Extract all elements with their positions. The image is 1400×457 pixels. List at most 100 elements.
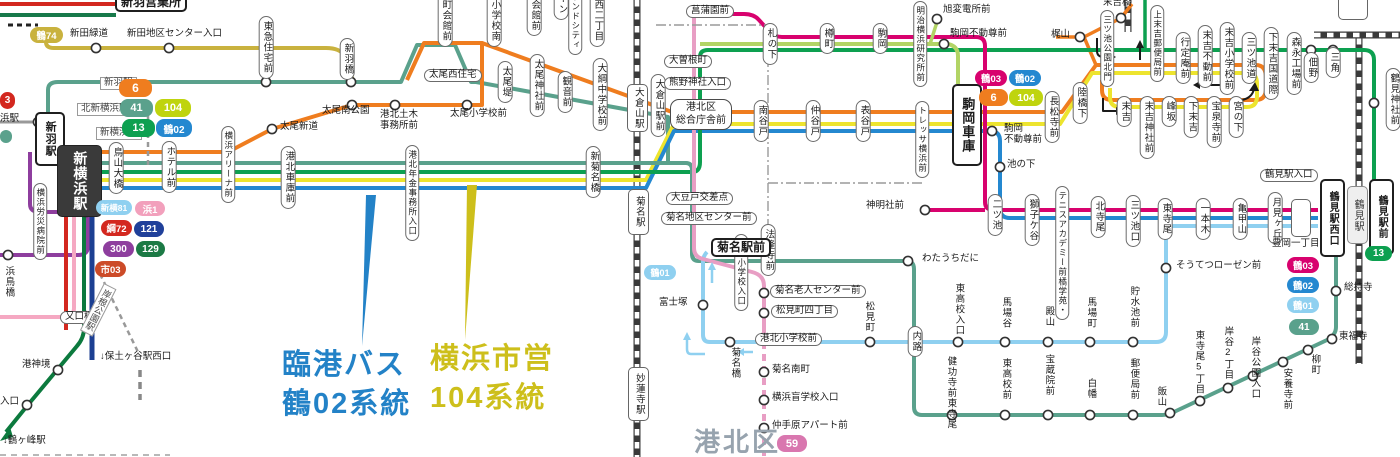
stop-label: 太尾新道 xyxy=(280,121,319,132)
stop-label: 東急住宅前 xyxy=(258,16,274,79)
stop-label: ラウンドシティ xyxy=(568,0,582,55)
map-box xyxy=(1338,0,1368,20)
stop-label: 駒岡不動尊前 xyxy=(950,28,1008,39)
direction-arrow-head xyxy=(465,185,477,340)
direction-arrow-head xyxy=(1249,82,1259,91)
stop-label: 入口 xyxy=(0,396,20,407)
stop-label: 貯水池前 xyxy=(1128,286,1140,328)
stop-label: 富士塚 xyxy=(659,297,688,308)
route-line xyxy=(46,43,670,161)
route-badge: 鶴74 xyxy=(30,27,63,43)
stop-label: 横浜盲学校入口 xyxy=(772,392,839,403)
direction-arrow-head xyxy=(708,262,716,270)
stop-marker xyxy=(1042,336,1054,348)
stop-label: 松見町四丁目 xyxy=(771,305,839,318)
stop-label: 東高校前 xyxy=(1000,358,1012,400)
stop-label-part: 港北土木 xyxy=(380,109,419,120)
stop-label: 東寺尾5丁目 xyxy=(1193,330,1205,395)
stop-marker xyxy=(919,204,931,216)
stop-marker xyxy=(758,422,770,434)
stop-label: 大綱中学校前 xyxy=(592,58,608,131)
stop-marker xyxy=(1326,333,1338,345)
stop-label: 峰坂 xyxy=(1161,96,1177,127)
stop-marker xyxy=(52,364,64,376)
stop-label: 港北土木事務所前 xyxy=(380,109,419,131)
stop-label: 飯山 xyxy=(1155,386,1167,407)
stop-marker xyxy=(1084,409,1096,421)
stop-label: 亀甲山 xyxy=(1232,198,1248,240)
route-badge: 新横81 xyxy=(96,200,132,215)
route-badge: 鶴01 xyxy=(1287,297,1319,313)
stop-marker xyxy=(266,123,278,135)
annotation-rinko-line1: 臨港バス xyxy=(282,349,407,381)
route-badge: 121 xyxy=(134,221,164,237)
route-badge: 鶴02 xyxy=(156,119,192,137)
stop-label-part: 事務所前 xyxy=(380,119,419,131)
stop-label: 菊名橋 xyxy=(729,347,741,379)
stop-label: 下町会館前 xyxy=(437,0,453,47)
stop-marker xyxy=(1074,31,1086,43)
stop-marker xyxy=(1302,344,1314,356)
stop-marker xyxy=(952,336,964,348)
route-badge: 鶴02 xyxy=(1287,277,1319,293)
stop-label: 馬場町 xyxy=(1085,297,1097,329)
stop-label: 港北区総合庁舎前 xyxy=(670,99,732,130)
stop-label: 島西二丁目 xyxy=(589,0,605,47)
station-box: 大倉山駅 xyxy=(627,84,648,132)
stop-marker xyxy=(1222,382,1234,394)
map-box xyxy=(1291,199,1311,237)
stop-label: 駒岡 xyxy=(872,23,888,54)
stop-label: 宮の下 xyxy=(1228,96,1244,138)
stop-label: 菖蒲園前 xyxy=(686,5,735,18)
stop-marker xyxy=(999,409,1011,421)
stop-label: ↓鶴ヶ峰駅 xyxy=(3,435,46,446)
stop-label: 札の下 xyxy=(762,23,778,65)
stop-label: 馬場谷 xyxy=(1000,297,1012,329)
stop-label: 鶴見神社前 xyxy=(1385,68,1400,131)
stop-marker xyxy=(999,336,1011,348)
route-badge: 6 xyxy=(979,89,1008,106)
stop-label-part: 不動尊前 xyxy=(1004,133,1043,145)
route-badge: 6 xyxy=(119,79,152,97)
stop-marker xyxy=(1277,356,1289,368)
direction-arrow xyxy=(685,339,705,356)
stop-label: 月見ヶ丘 xyxy=(1267,192,1283,244)
route-badge: 鶴03 xyxy=(975,70,1007,86)
stop-marker xyxy=(697,299,709,311)
stop-marker xyxy=(1247,370,1259,382)
route-badge: 13 xyxy=(1365,246,1392,261)
stop-label: 港北年金事務所入口 xyxy=(405,145,419,241)
stop-label: 港神境 xyxy=(22,359,51,370)
stop-marker xyxy=(1368,97,1380,109)
stop-label: 太尾神社前 xyxy=(529,54,545,117)
route-badge: 59 xyxy=(777,435,807,452)
stop-marker xyxy=(163,42,175,54)
stop-label-part: 港北区 xyxy=(686,102,716,113)
stop-marker xyxy=(758,366,770,378)
route-badge: 3 xyxy=(0,92,15,109)
route-badge: 104 xyxy=(1009,89,1043,106)
stop-label-part: 健功寺前 xyxy=(945,356,957,398)
route-line xyxy=(98,273,140,353)
stop-label: 大曽根町 xyxy=(664,55,713,68)
stop-marker xyxy=(461,99,473,111)
stop-label: 豊岡一丁目 xyxy=(1272,238,1320,249)
stop-label: 上末吉郵便局前 xyxy=(1150,5,1164,82)
stop-label: 新羽橋 xyxy=(339,38,355,80)
stop-label: ↓保土ヶ谷駅西口 xyxy=(100,351,172,362)
stop-label: 池の下 xyxy=(1007,159,1036,170)
stop-label: 内会館前 xyxy=(526,0,542,36)
station-sublabel: 北新横浜駅 xyxy=(77,103,133,116)
route-badge: 41 xyxy=(1289,319,1319,335)
route-badge: 129 xyxy=(136,241,165,257)
stop-label: 三ツ池公園北門 xyxy=(1100,10,1114,87)
stop-label: 森永工場前 xyxy=(1286,32,1302,95)
stop-label: 行定庵前 xyxy=(1175,32,1191,84)
annotation-shiei: 横浜市営 104系統 xyxy=(430,340,554,418)
annotation-shiei-line1: 横浜市営 xyxy=(430,343,555,375)
stop-label: 長松寺前 xyxy=(1044,91,1060,143)
stop-label: 橘学苑・テニスアカデミー前 xyxy=(1055,186,1069,320)
stop-label-part: 東寺尾 xyxy=(945,398,957,430)
stop-label: 陸橋下 xyxy=(1072,82,1088,124)
stop-marker xyxy=(938,38,950,50)
